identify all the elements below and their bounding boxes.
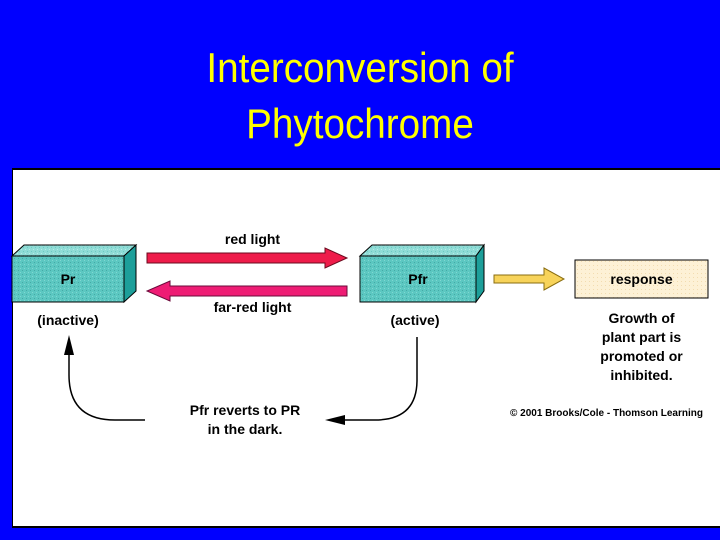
title-line-2: Phytochrome xyxy=(246,100,474,147)
response-description-line-4: inhibited. xyxy=(610,367,673,383)
pfr-box-top xyxy=(358,244,485,257)
response-description: Growth of plant part is promoted or inhi… xyxy=(575,309,708,385)
dark-reversion-arrow-right xyxy=(345,337,418,421)
diagram-panel xyxy=(12,168,720,528)
pr-state-label: (inactive) xyxy=(37,312,99,328)
response-arrow xyxy=(493,267,566,291)
dark-reversion-label: Pfr reverts to PR in the dark. xyxy=(150,401,340,439)
pfr-state-label: (active) xyxy=(390,312,440,328)
dark-reversion-arrow-left xyxy=(68,345,145,421)
arrowhead-left-icon xyxy=(325,415,345,425)
pfr-label: Pfr xyxy=(408,271,428,287)
pr-box-top xyxy=(10,244,138,257)
copyright-credit: © 2001 Brooks/Cole - Thomson Learning xyxy=(510,408,703,419)
far-red-light-arrow xyxy=(145,280,348,302)
dark-reversion-line-1: Pfr reverts to PR xyxy=(189,402,301,418)
red-light-label: red light xyxy=(224,231,281,247)
pr-box xyxy=(10,243,138,304)
title-line-1: Interconversion of xyxy=(206,44,514,91)
response-description-line-3: promoted or xyxy=(600,348,683,364)
pfr-box-front xyxy=(359,255,477,303)
arrowhead-up-icon xyxy=(64,335,74,355)
response-label: response xyxy=(610,271,673,287)
pfr-box-side xyxy=(475,243,485,304)
pr-box-front xyxy=(11,255,125,303)
dark-reversion-line-2: in the dark. xyxy=(207,421,283,437)
red-light-arrow xyxy=(146,247,349,269)
response-box xyxy=(574,259,709,299)
response-description-line-2: plant part is xyxy=(601,329,682,345)
pr-label: Pr xyxy=(60,271,76,287)
far-red-light-label: far-red light xyxy=(213,299,292,315)
slide-title: Interconversion of Phytochrome xyxy=(29,40,691,152)
pfr-box xyxy=(358,243,485,304)
response-description-line-1: Growth of xyxy=(608,310,675,326)
